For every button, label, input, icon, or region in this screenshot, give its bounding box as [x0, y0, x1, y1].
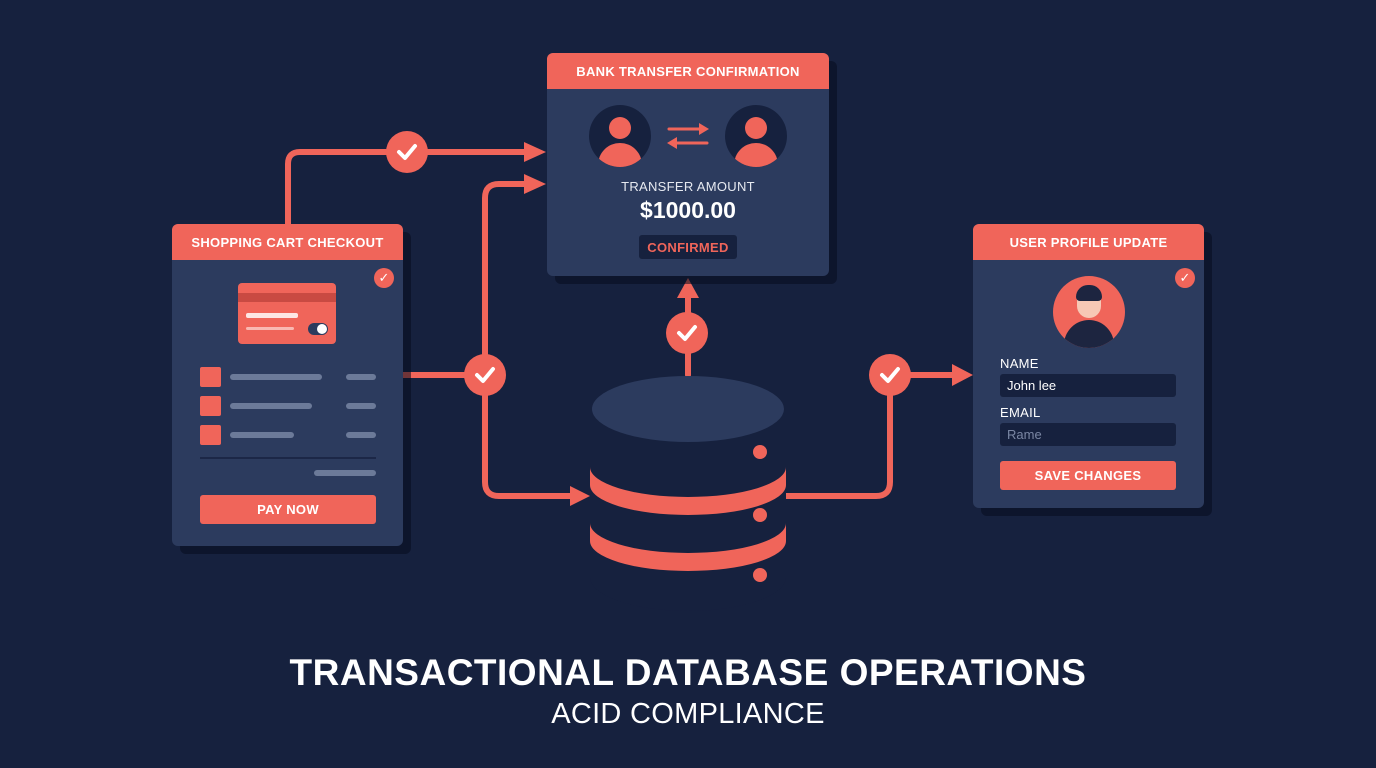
check-icon [666, 312, 708, 354]
check-icon: ✓ [374, 268, 394, 288]
cart-item-name-placeholder [230, 403, 312, 409]
check-icon: ✓ [1175, 268, 1195, 288]
cart-item-name-placeholder [230, 432, 294, 438]
name-label: NAME [1000, 356, 1039, 371]
user-avatar-icon [1053, 276, 1125, 348]
arrowhead-cart-to-bank [524, 142, 546, 162]
credit-card-icon [238, 283, 336, 344]
cart-divider [200, 457, 376, 459]
database-band [590, 523, 786, 571]
connector-db-to-profile [783, 372, 955, 499]
check-icon [869, 354, 911, 396]
arrowhead-branch-to-bank [524, 174, 546, 194]
cart-total-placeholder [314, 470, 376, 476]
transfer-amount-label: TRANSFER AMOUNT [621, 179, 755, 194]
user-profile-card: USER PROFILE UPDATE ✓ NAME EMAIL SAVE CH… [973, 224, 1204, 508]
check-icon [464, 354, 506, 396]
database-icon [590, 376, 786, 611]
save-changes-button[interactable]: SAVE CHANGES [1000, 461, 1176, 490]
pay-now-button[interactable]: PAY NOW [200, 495, 376, 524]
profile-card-title: USER PROFILE UPDATE [973, 224, 1204, 260]
cart-item-price-placeholder [346, 403, 376, 409]
cart-item-name-placeholder [230, 374, 322, 380]
cart-item-price-placeholder [346, 432, 376, 438]
diagram-title: TRANSACTIONAL DATABASE OPERATIONS [289, 652, 1087, 693]
bank-transfer-card: BANK TRANSFER CONFIRMATION TRANSFER AMOU… [547, 53, 829, 276]
transfer-amount-value: $1000.00 [640, 197, 736, 223]
cart-item-thumbnail [200, 396, 221, 416]
connector-branch-to-bank [482, 181, 527, 378]
user-icon [589, 105, 651, 167]
cart-item-thumbnail [200, 367, 221, 387]
email-label: EMAIL [1000, 405, 1041, 420]
database-indicator [753, 508, 767, 522]
database-band [590, 467, 786, 515]
user-icon [725, 105, 787, 167]
check-icon [386, 131, 428, 173]
status-badge: CONFIRMED [639, 235, 737, 259]
cart-item-thumbnail [200, 425, 221, 445]
name-field[interactable] [1000, 374, 1176, 397]
arrowhead-branch-to-db [570, 486, 590, 506]
cart-card-title: SHOPPING CART CHECKOUT [172, 224, 403, 260]
email-field[interactable] [1000, 423, 1176, 446]
cart-item-row [200, 425, 376, 445]
database-top [592, 376, 784, 442]
bank-card-title: BANK TRANSFER CONFIRMATION [547, 53, 829, 89]
cart-item-price-placeholder [346, 374, 376, 380]
shopping-cart-card: SHOPPING CART CHECKOUT ✓ PAY NOW [172, 224, 403, 546]
diagram-subtitle: ACID COMPLIANCE [551, 698, 825, 730]
database-indicator [753, 445, 767, 459]
arrowhead-db-to-profile [952, 364, 973, 386]
connector-cart-to-bank [285, 149, 527, 227]
cart-item-row [200, 396, 376, 416]
connector-branch-to-db [482, 372, 573, 499]
arrowhead-db-to-bank [677, 278, 699, 298]
database-indicator [753, 568, 767, 582]
cart-item-row [200, 367, 376, 387]
swap-arrows-icon [667, 123, 709, 149]
